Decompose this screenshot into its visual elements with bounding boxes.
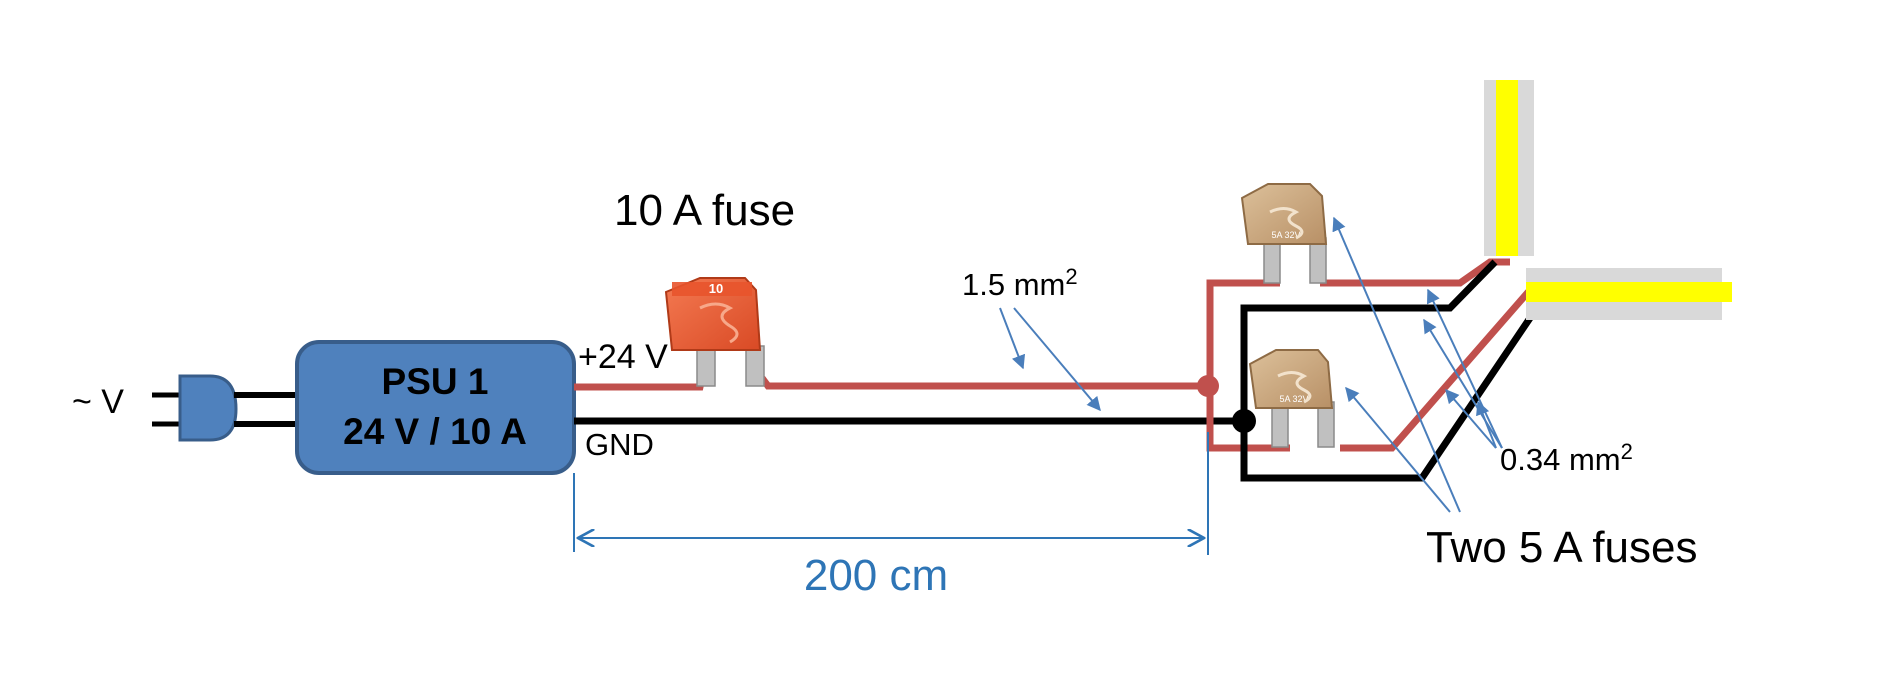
main-wire-gauge-arrows	[999, 307, 1101, 412]
ac-cable	[234, 392, 297, 427]
branch-wire-gauge-sup: 2	[1621, 439, 1633, 464]
main-fuse-label: 10 A fuse	[614, 186, 795, 235]
plug-icon	[152, 374, 238, 442]
main-wire-gauge-label: 1.5 mm2	[962, 264, 1078, 302]
ac-input-label: ~ V	[72, 383, 124, 421]
branch-positive-wires	[1206, 258, 1533, 452]
fuse-5a-marking-lower: 5A 32V	[1279, 394, 1308, 404]
psu-box: PSU 1 24 V / 10 A	[295, 340, 576, 475]
branch-wire-gauge-arrows	[1423, 288, 1503, 449]
main-wire-gauge-text: 1.5 mm	[962, 267, 1065, 302]
fuse-5a-marking-upper: 5A 32V	[1271, 230, 1300, 240]
branch-ground-wires	[1240, 259, 1533, 482]
fuse-5a-icon: 5A 32V	[1240, 183, 1328, 284]
ground-terminal-label: GND	[585, 427, 654, 462]
distance-label: 200 cm	[804, 551, 948, 600]
positive-wire	[574, 375, 1210, 391]
branch-fuses-label: Two 5 A fuses	[1426, 523, 1698, 572]
led-strip-icon	[1484, 80, 1534, 256]
main-wire-gauge-sup: 2	[1065, 264, 1077, 289]
positive-terminal-label: +24 V	[578, 338, 668, 376]
branch-wire-gauge-text: 0.34 mm	[1500, 442, 1621, 477]
psu-rating: 24 V / 10 A	[343, 411, 527, 452]
fuse-10a-icon: 10	[664, 277, 765, 387]
psu-name: PSU 1	[382, 361, 489, 402]
led-strip-icon	[1526, 268, 1732, 320]
branch-wire-gauge-label: 0.34 mm2	[1500, 439, 1633, 477]
fuse-5a-icon: 5A 32V	[1248, 349, 1335, 448]
main-fuse-marking: 10	[709, 281, 723, 296]
distance-dimension	[573, 432, 1209, 555]
fuse-pointer-arrows	[1332, 216, 1461, 513]
